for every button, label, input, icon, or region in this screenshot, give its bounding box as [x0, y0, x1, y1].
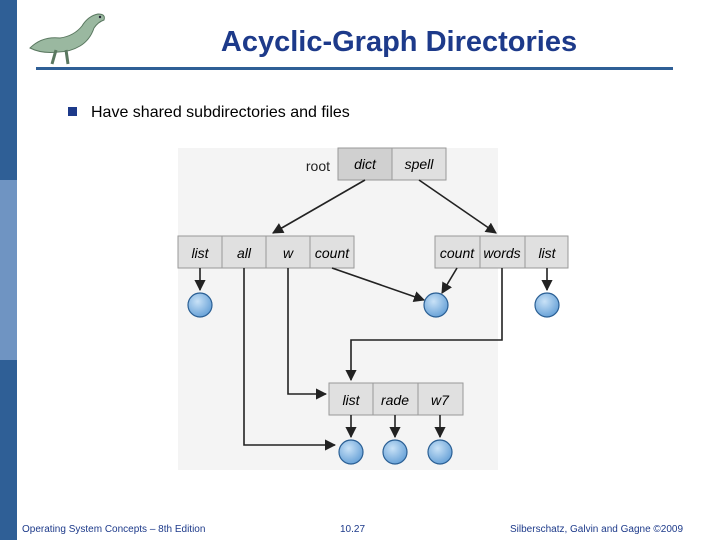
bullet-square-icon: [68, 107, 77, 116]
file-node: [382, 439, 408, 465]
spell-entry-label: words: [483, 245, 520, 261]
file-node: [427, 439, 453, 465]
root-entry-box: [391, 147, 447, 181]
left-sidebar-bar: [0, 0, 17, 540]
shared-entry-box: [372, 382, 419, 416]
spell-entry-label: count: [440, 245, 475, 261]
file-node: [338, 439, 364, 465]
root-entry-box: [337, 147, 393, 181]
root-entry-label: spell: [405, 156, 435, 172]
footer-left: Operating System Concepts – 8th Edition: [22, 524, 206, 535]
sidebar-highlight: [0, 180, 17, 360]
spell-entry-box: [479, 235, 526, 269]
shared-entry-label: rade: [381, 392, 409, 408]
arrow-count-to-file: [331, 267, 426, 302]
bullet-item: Have shared subdirectories and files: [68, 104, 350, 122]
title-rule: [36, 67, 673, 70]
spell-directory: count words list: [434, 235, 569, 269]
root-entry-label: dict: [354, 156, 377, 172]
dict-entry-label: list: [191, 245, 209, 261]
file-node: [534, 292, 560, 318]
dict-entry-label: count: [315, 245, 350, 261]
spell-entry-box: [524, 235, 569, 269]
dinosaur-logo: [29, 13, 105, 65]
arrow-w-to-shared: [287, 268, 328, 400]
bullet-text: Have shared subdirectories and files: [91, 104, 350, 121]
root-label: root: [306, 158, 330, 174]
root-directory: dict spell: [337, 147, 447, 181]
dict-entry-label: w: [283, 245, 294, 261]
dict-entry-box: [177, 235, 223, 269]
spell-entry-box: [434, 235, 481, 269]
shared-directory: list rade w7: [328, 382, 464, 416]
dict-entry-box: [309, 235, 355, 269]
dict-directory: list all w count: [177, 235, 355, 269]
arrow-dict-to-dir: [272, 179, 366, 234]
file-node: [423, 292, 449, 318]
arrow-spell-count-to-file: [441, 267, 458, 294]
shared-entry-box: [417, 382, 464, 416]
shared-entry-label: w7: [431, 392, 450, 408]
shared-entry-label: list: [342, 392, 360, 408]
arrow-words-to-shared: [345, 268, 503, 382]
footer-page-number: 10.27: [340, 524, 366, 535]
file-node: [187, 292, 213, 318]
slide-title: Acyclic-Graph Directories: [220, 26, 578, 58]
spell-entry-label: list: [538, 245, 556, 261]
arrow-all-to-file: [243, 268, 337, 451]
footer-right: Silberschatz, Galvin and Gagne ©2009: [510, 524, 684, 535]
dict-entry-label: all: [237, 245, 252, 261]
arrow-spell-to-dir: [418, 179, 497, 234]
